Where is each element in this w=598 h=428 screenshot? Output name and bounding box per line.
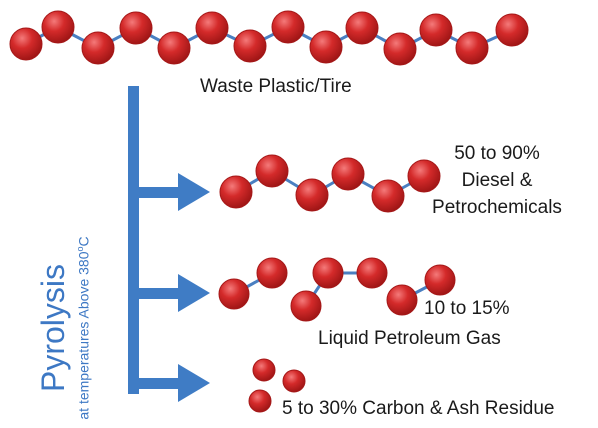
feedstock-molecule-atom [81,31,115,65]
feedstock-molecule-atom [195,11,229,45]
diesel-name-line2: Petrochemicals [432,197,562,218]
pyrolysis-condition-unit: C [75,236,92,247]
diesel-arrow-head [178,173,210,211]
feedstock-molecule-atom [41,10,75,44]
carbon-residue-label: 5 to 30% Carbon & Ash Residue [282,398,555,419]
lpg-molecule-a-atom [218,278,250,310]
feedstock-molecule-atom [119,11,153,45]
carbon-particle-atom [248,389,272,413]
carbon-arrow-head [178,364,210,402]
feedstock-molecule-atom [495,13,529,47]
diesel-molecule-atom [295,178,329,212]
pyrolysis-condition: at temperatures Above 380oC [71,228,93,428]
diesel-molecule-atom [407,159,441,193]
feedstock-molecule-atom [383,32,417,66]
diesel-molecule-atom [219,175,253,209]
diesel-arrow-shaft [128,187,180,198]
lpg-name: Liquid Petroleum Gas [318,328,501,349]
pyrolysis-process-label: Pyrolysis at temperatures Above 380oC [35,228,97,428]
feedstock-molecule-atom [419,13,453,47]
lpg-molecule-b-atom [312,257,344,289]
diesel-molecule-atom [371,179,405,213]
degree-symbol: o [75,246,85,252]
diesel-percentage: 50 to 90% [454,143,540,164]
feedstock-molecule-atom [9,27,43,61]
feedstock-molecule-atom [455,31,489,65]
lpg-molecule-c-atom [386,284,418,316]
diesel-output-label: 50 to 90% Diesel & Petrochemicals [402,140,592,221]
pyrolysis-title: Pyrolysis [35,264,71,393]
molecule-atoms [9,10,529,413]
lpg-molecule-b-atom [290,290,322,322]
lpg-arrow-shaft [128,288,180,299]
feedstock-molecule-atom [345,11,379,45]
diesel-name-line1: Diesel & [461,170,533,191]
arrow-trunk [128,86,139,394]
feedstock-molecule-atom [271,10,305,44]
diesel-molecule-atom [331,157,365,191]
carbon-arrow-shaft [128,378,180,389]
lpg-molecule-a-atom [256,257,288,289]
feedstock-label: Waste Plastic/Tire [200,76,352,97]
feedstock-molecule-atom [157,31,191,65]
feedstock-molecule-atom [233,29,267,63]
process-arrows [128,86,210,402]
feedstock-molecule-atom [309,30,343,64]
lpg-arrow-head [178,274,210,312]
lpg-molecule-c-atom [424,264,456,296]
lpg-molecule-b-atom [356,257,388,289]
carbon-particle-atom [282,369,306,393]
lpg-percentage: 10 to 15% [424,298,510,319]
pyrolysis-condition-text: at temperatures Above 380 [75,251,92,420]
carbon-particle-atom [252,358,276,382]
diesel-molecule-atom [255,154,289,188]
